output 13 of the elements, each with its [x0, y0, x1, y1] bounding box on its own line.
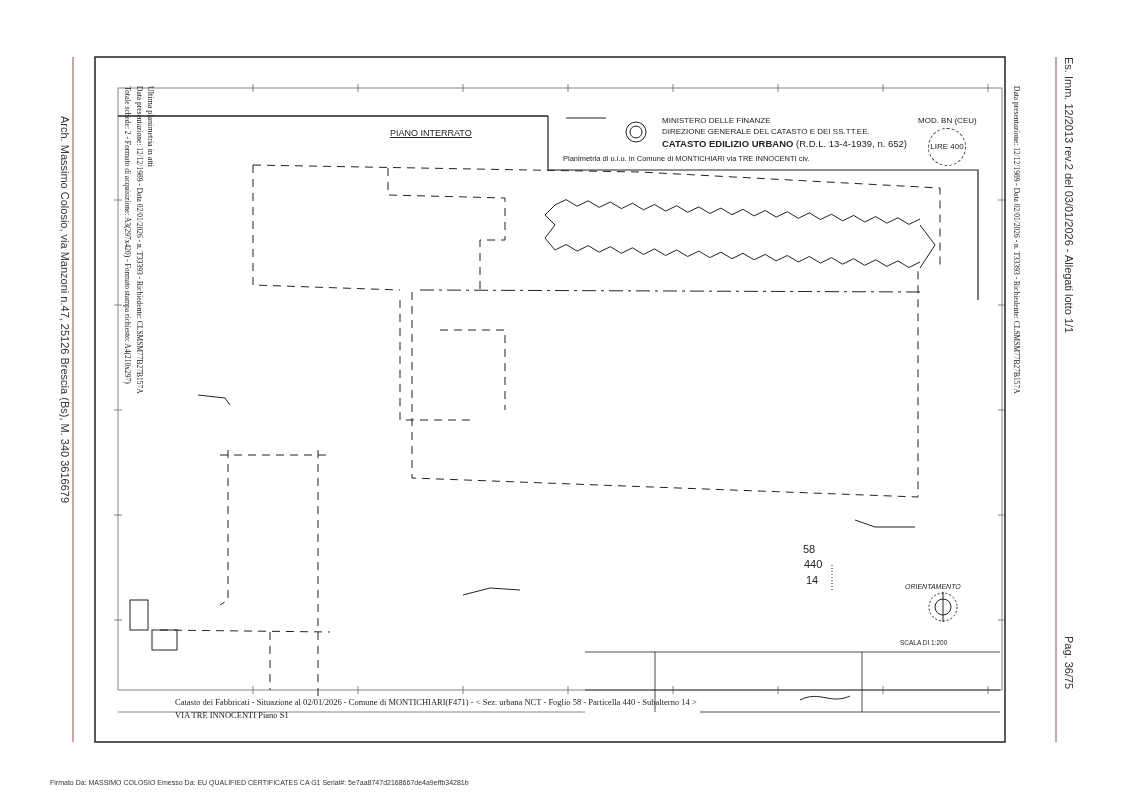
document-reference: Es. Imm. 12/2013 rev.2 del 03/01/2026 - Allegati lotto 1/1 — [1062, 57, 1075, 334]
floor-heading: PIANO INTERRATO — [390, 128, 472, 139]
registry-title: CATASTO EDILIZIO URBANO (R.D.L. 13-4-1939, n. 652) — [662, 139, 907, 150]
subunit-number: 14 — [806, 574, 819, 587]
form-code: MOD. BN (CEU) — [918, 116, 977, 126]
department-name: DIREZIONE GENERALE DEL CATASTO E DEI SS.TT.EE. — [662, 127, 870, 137]
page-number: Pag. 36/75 — [1062, 636, 1075, 690]
registry-footer: Catasto dei Fabbricati - Situazione al 02/01/2026 - Comune di MONTICHIARI(F471) - < Sez. urbana NCT - Foglio 58 - Particella 440 - Subalterno 14 > — [175, 698, 697, 708]
ministry-name: MINISTERO DELLE FINANZE — [662, 116, 771, 126]
address-footer: VIA TRE INNOCENTI Piano S1 — [175, 711, 289, 721]
author-info: Arch. Massimo Colosio, via Manzoni n.47, 25126 Brescia (Bs), M. 340 3616679 — [58, 116, 71, 504]
sheet-number: 58 — [803, 543, 816, 556]
parcel-number: 440 — [804, 558, 823, 571]
